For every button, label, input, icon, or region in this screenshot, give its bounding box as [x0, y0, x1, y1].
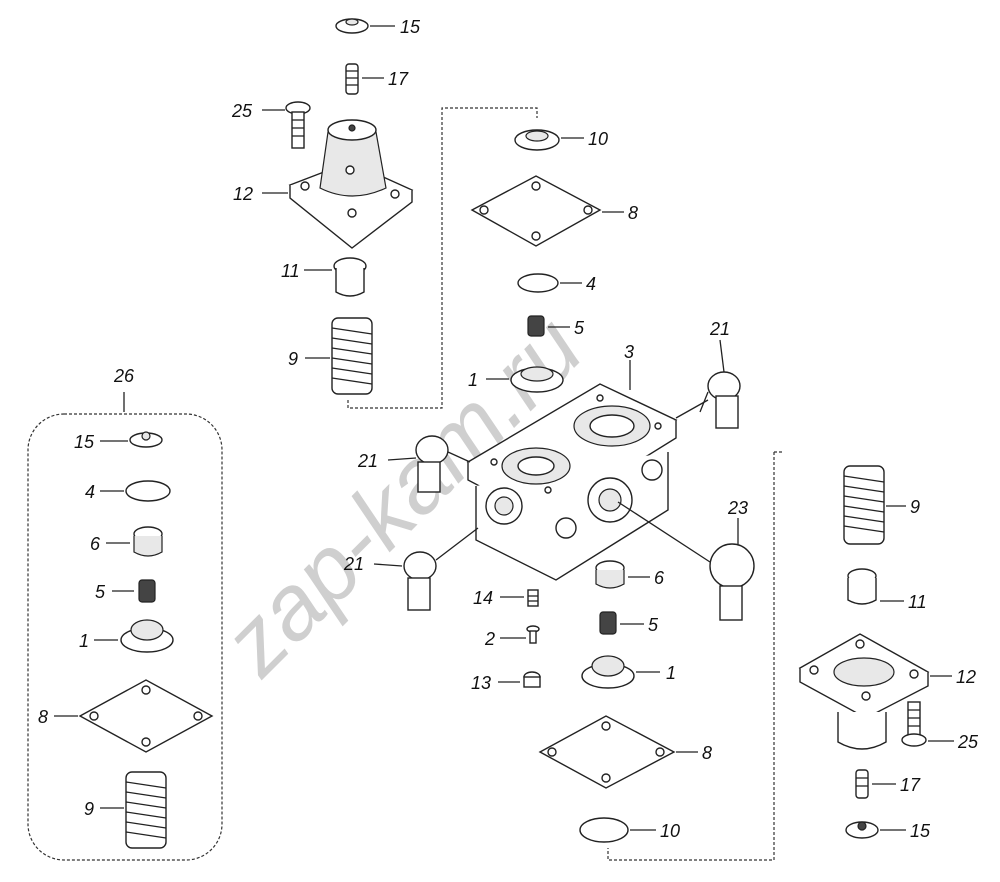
kit-disc-icon	[125, 480, 171, 502]
label-1-center: 1	[666, 663, 676, 683]
kit-label-6: 6	[90, 534, 101, 554]
label-9-top-left: 9	[288, 349, 298, 369]
cover-12-right-icon	[798, 633, 930, 750]
label-5-top: 5	[574, 318, 585, 338]
gasket-8-lower-icon	[538, 715, 676, 789]
label-12-right: 12	[956, 667, 976, 687]
sleeve-icon	[333, 257, 367, 297]
sleeve-11-right-icon	[847, 568, 877, 605]
disc-10-lower-icon	[579, 817, 629, 843]
diaphragm-disc-icon	[517, 273, 559, 293]
valve-body-icon	[466, 383, 678, 581]
label-14: 14	[473, 588, 493, 608]
label-17-top: 17	[388, 69, 409, 89]
label-10-top: 10	[588, 129, 608, 149]
cover-housing-icon	[288, 119, 414, 249]
label-26: 26	[113, 366, 135, 386]
set-screw-icon	[345, 63, 359, 95]
kit-label-5: 5	[95, 582, 106, 602]
label-5-center: 5	[648, 615, 659, 635]
label-2: 2	[484, 629, 495, 649]
label-25-top: 25	[231, 101, 253, 121]
label-4-top: 4	[586, 274, 596, 294]
connector-21-left-icon	[415, 435, 471, 493]
label-15-top: 15	[400, 17, 421, 37]
kit-valve-icon	[120, 619, 174, 653]
kit-26-frame	[27, 413, 223, 861]
bolt-icon	[285, 101, 311, 149]
spring-9-right-icon	[843, 465, 885, 545]
bolt-25-right-icon	[901, 701, 927, 747]
label-25-right: 25	[957, 732, 979, 752]
label-11-right: 11	[908, 592, 927, 612]
kit-sleeve-icon	[133, 526, 163, 557]
small-spring-icon	[527, 315, 545, 337]
label-17-right: 17	[900, 775, 921, 795]
nut-13-icon	[523, 671, 541, 688]
label-11-top: 11	[281, 261, 300, 281]
label-8-top: 8	[628, 203, 638, 223]
kit-label-8: 8	[38, 707, 48, 727]
set-screw-17-right-icon	[855, 769, 869, 799]
label-15-right: 15	[910, 821, 931, 841]
label-9-right: 9	[910, 497, 920, 517]
plug-23-icon	[709, 543, 755, 621]
cap-15-right-icon	[845, 821, 879, 839]
label-21-left: 21	[357, 451, 378, 471]
kit-label-15: 15	[74, 432, 95, 452]
valve-1-lower-icon	[581, 655, 635, 689]
kit-small-spring-icon	[138, 579, 156, 603]
label-3: 3	[624, 342, 634, 362]
connector-21-right-icon	[699, 371, 741, 429]
label-12-top: 12	[233, 184, 253, 204]
kit-spring-icon	[125, 771, 167, 849]
screw-2-icon	[526, 625, 540, 644]
sleeve-6-icon	[595, 560, 625, 589]
kit-label-1: 1	[79, 631, 89, 651]
gasket-icon	[470, 175, 602, 247]
kit-cap-icon	[129, 431, 163, 448]
valve-icon	[510, 366, 564, 393]
label-1-top: 1	[468, 370, 478, 390]
label-8-center: 8	[702, 743, 712, 763]
spring-icon	[331, 317, 373, 395]
kit-gasket-icon	[78, 679, 214, 753]
label-6-center: 6	[654, 568, 665, 588]
kit-label-9: 9	[84, 799, 94, 819]
small-spring-5-icon	[599, 611, 617, 635]
connector-21-lower-icon	[403, 527, 479, 611]
disc-seal-icon	[514, 129, 560, 151]
cap-icon	[335, 18, 369, 34]
label-23: 23	[727, 498, 748, 518]
label-21-lower: 21	[343, 554, 364, 574]
kit-label-4: 4	[85, 482, 95, 502]
label-10-center: 10	[660, 821, 680, 841]
pin-14-icon	[527, 589, 539, 607]
label-13: 13	[471, 673, 491, 693]
label-21-right: 21	[709, 319, 730, 339]
